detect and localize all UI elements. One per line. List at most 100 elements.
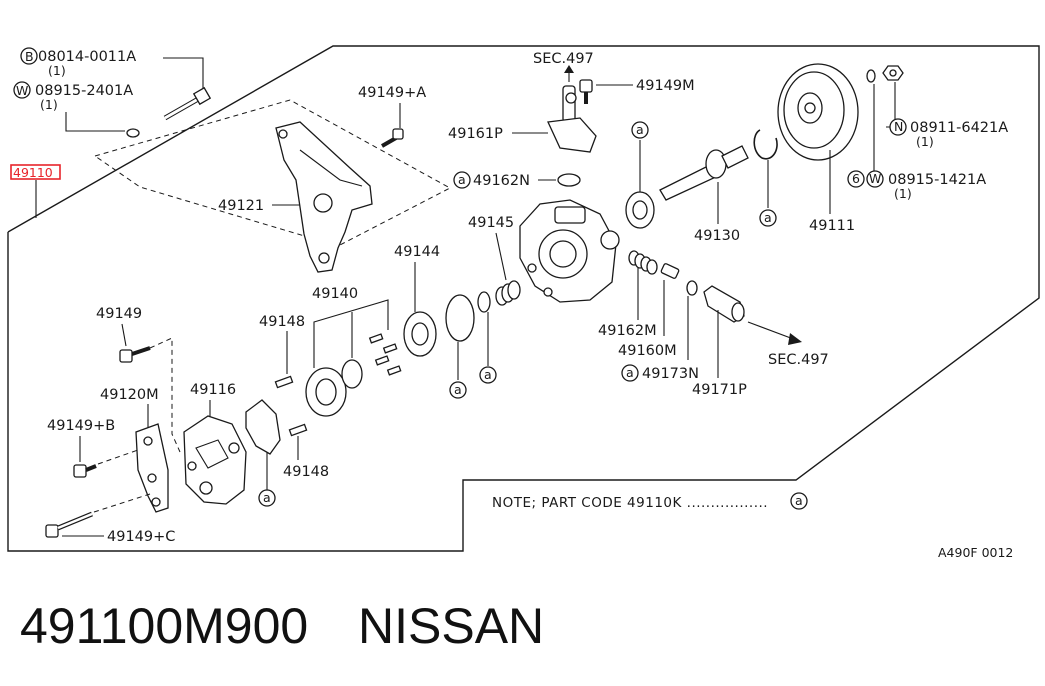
a-marker-note: a	[790, 492, 808, 510]
bracket-49120M-icon	[135, 423, 169, 513]
assembly-boundary-frame	[7, 45, 1040, 552]
pump-body-icon	[519, 199, 620, 303]
part-label-49144[interactable]: 49144	[394, 244, 440, 260]
part-label-49162N: 49162N	[473, 173, 530, 189]
svg-text:a: a	[263, 490, 271, 505]
a-marker-49116: a	[258, 489, 276, 507]
leader-08915-2401A	[65, 112, 125, 132]
a-marker-oring: a	[479, 366, 497, 384]
callout-08915-2401A[interactable]: W 08915-2401A (1)	[13, 81, 133, 112]
highlight-text: 49110	[13, 165, 53, 180]
oil-seal-icon	[625, 191, 655, 229]
rear-cover-49116-icon	[183, 415, 247, 505]
leader-49145	[495, 232, 507, 281]
part-label-08014: 08014-0011A	[38, 49, 136, 65]
svg-text:a: a	[484, 367, 492, 382]
qty-08915-1421A: (1)	[894, 186, 912, 201]
shaft-49130-icon	[659, 145, 749, 201]
qty-08014: (1)	[48, 63, 66, 78]
gasket-49116-icon	[245, 399, 281, 455]
part-label-49149-B[interactable]: 49149+B	[47, 418, 115, 434]
n-marker-letter: N	[894, 119, 903, 134]
callout-49162N[interactable]: a 49162N	[453, 171, 530, 189]
leader-08014	[163, 57, 204, 90]
part-label-49111[interactable]: 49111	[809, 218, 855, 234]
a-marker-letter: a	[458, 172, 466, 187]
svg-text:a: a	[636, 122, 644, 137]
pulley-49111-icon	[777, 63, 859, 161]
dashed-guide-49149	[149, 337, 181, 453]
part-label-49116[interactable]: 49116	[190, 382, 236, 398]
arrow-right-icon	[747, 321, 802, 345]
bracket-dashed-outline	[94, 99, 452, 247]
note-text: NOTE; PART CODE 49110K .................	[492, 495, 768, 511]
bolt-49149-icon	[119, 346, 151, 363]
six-marker-letter: 6	[852, 171, 860, 186]
svg-text:a: a	[764, 210, 772, 225]
leader-49149	[121, 323, 127, 347]
svg-text:a: a	[795, 493, 803, 508]
oring-49162N-icon	[557, 173, 581, 187]
drawing-code: A490F 0012	[938, 545, 1013, 560]
part-label-49140[interactable]: 49140	[312, 286, 358, 302]
part-label-49120M[interactable]: 49120M	[100, 387, 159, 403]
fitting-49161P-icon	[547, 85, 597, 153]
b-marker-letter: B	[25, 49, 34, 64]
part-label-08911: 08911-6421A	[910, 120, 1008, 136]
part-label-49148-top[interactable]: 49148	[259, 314, 305, 330]
part-label-49171P[interactable]: 49171P	[692, 382, 747, 398]
spring-49162M-icon	[628, 250, 658, 275]
callout-08915-1421A[interactable]: 6 W 08915-1421A (1)	[847, 170, 986, 201]
part-label-49149M[interactable]: 49149M	[636, 78, 695, 94]
connector-49171P-icon	[703, 285, 745, 323]
rotor-kit-49140-icon	[305, 333, 402, 417]
bolt-49149-C-icon	[45, 511, 93, 538]
bolt-49149M-icon	[579, 79, 593, 104]
part-label-49145[interactable]: 49145	[468, 215, 514, 231]
spring-49145-icon	[495, 280, 521, 306]
cam-ring-49144-icon	[403, 311, 437, 357]
part-label-49149[interactable]: 49149	[96, 306, 142, 322]
sec-497-right-label[interactable]: SEC.497	[768, 352, 829, 368]
part-label-49148-bot[interactable]: 49148	[283, 464, 329, 480]
part-label-49173N: 49173N	[642, 366, 699, 382]
w-marker-letter: W	[16, 83, 28, 98]
bolt-49149-B-icon	[73, 464, 97, 478]
w-marker-2-icon	[866, 170, 884, 188]
sec-497-top-label[interactable]: SEC.497	[533, 51, 594, 67]
part-label-49149-A[interactable]: 49149+A	[358, 85, 426, 101]
qty-08915-2401A: (1)	[40, 97, 58, 112]
part-label-49162M[interactable]: 49162M	[598, 323, 657, 339]
part-label-49160M[interactable]: 49160M	[618, 343, 677, 359]
oring-small-icon	[477, 291, 491, 313]
part-label-08915-1421A: 08915-1421A	[888, 172, 986, 188]
svg-text:a: a	[454, 382, 462, 397]
callout-08911-6421A[interactable]: N 08911-6421A (1)	[889, 118, 1008, 149]
dashed-guide-49149-C	[93, 493, 151, 513]
footer-part-number: 491100M900	[20, 598, 309, 654]
dashed-guide-49149-B	[97, 449, 139, 465]
b-marker-icon	[20, 47, 38, 65]
callout-08014-0011A[interactable]: B 08014-0011A (1)	[20, 47, 136, 78]
washer-icon	[126, 128, 140, 138]
long-bolt-icon	[163, 86, 212, 121]
nut-icon	[882, 65, 904, 81]
part-label-08915-2401A: 08915-2401A	[35, 83, 133, 99]
part-label-49149-C[interactable]: 49149+C	[107, 529, 175, 545]
highlight-box	[10, 164, 61, 180]
a-marker-snapring: a	[759, 209, 777, 227]
a-marker-seal: a	[631, 121, 649, 139]
part-label-49161P[interactable]: 49161P	[448, 126, 503, 142]
n-marker-icon	[889, 118, 907, 136]
a-marker-icon	[453, 171, 471, 189]
highlight-part-label[interactable]: 49110	[10, 164, 61, 180]
w-marker-2-letter: W	[869, 171, 881, 186]
part-label-49121[interactable]: 49121	[218, 198, 264, 214]
callout-49173N[interactable]: a 49173N	[621, 364, 699, 382]
six-marker-icon	[847, 170, 865, 188]
bracket-49121-icon	[275, 121, 373, 273]
part-label-49130[interactable]: 49130	[694, 228, 740, 244]
a-marker-49173N-letter: a	[626, 365, 634, 380]
arrow-up-icon	[564, 65, 574, 82]
